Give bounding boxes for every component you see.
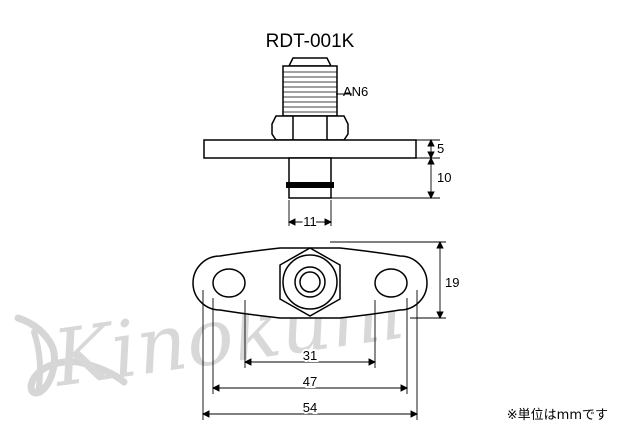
flange-width-label: 19 [445,275,459,290]
part-number-title: RDT-001K [266,31,355,52]
mounting-hole-left [212,268,246,298]
spigot [288,157,332,199]
flange-thickness-label: 5 [437,141,444,156]
outer-hole-pitch-label: 47 [303,374,317,389]
overall-length-label: 54 [303,400,317,415]
flange-width-dimension [330,240,446,320]
center-bore-inner [299,271,321,293]
o-ring [286,182,334,188]
mounting-hole-right [374,268,408,298]
spigot-diameter-label: 11 [303,214,317,229]
top-view [192,247,428,319]
spigot-length-label: 10 [437,170,451,185]
spigot-diameter-dimension [287,200,333,226]
thread-label: AN6 [343,84,368,99]
an-fitting-flare [287,57,333,67]
thread-lines [283,71,337,113]
thread-callout: AN6 [336,84,368,99]
hex-top [279,247,341,317]
an-thread-section [282,65,338,117]
center-bore-outer [294,266,326,298]
side-view [203,57,417,199]
hex-chamfer-circle [282,254,338,310]
flange-plate [203,139,417,159]
side-vertical-dimensions [331,138,440,200]
horizontal-dimensions [201,290,419,420]
hex-nut [271,115,349,141]
unit-note: ※単位はmmです [507,407,608,423]
inner-hole-pitch-label: 31 [303,348,317,363]
flange-outline [192,247,428,319]
